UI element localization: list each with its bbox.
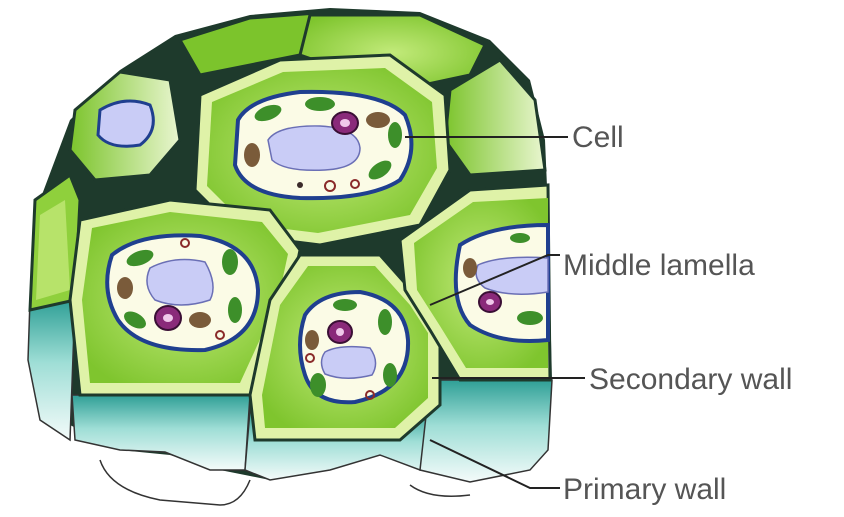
label-secondary-wall: Secondary wall bbox=[589, 363, 792, 396]
labels: Cell Middle lamella Secondary wall Prima… bbox=[563, 121, 792, 506]
label-primary-wall: Primary wall bbox=[563, 473, 726, 506]
label-middle-lamella: Middle lamella bbox=[563, 249, 755, 282]
label-cell: Cell bbox=[572, 121, 624, 154]
